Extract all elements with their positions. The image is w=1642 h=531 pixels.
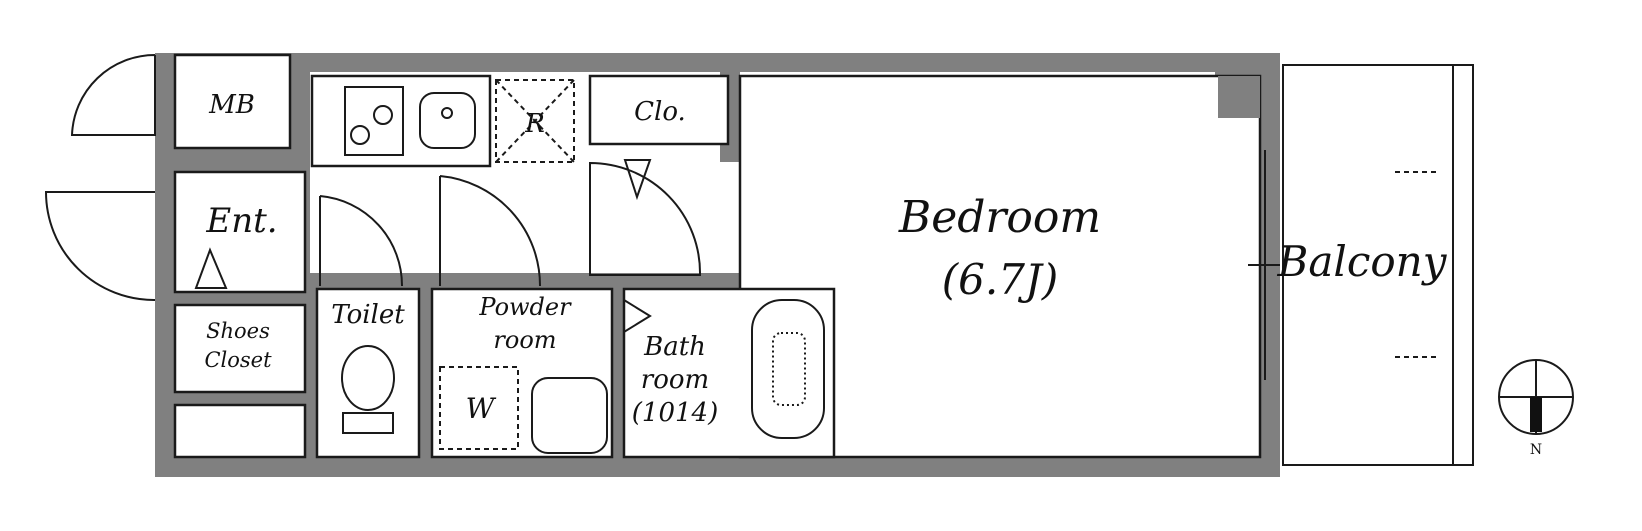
storage-box xyxy=(173,403,307,459)
toilet-icon xyxy=(341,345,395,411)
washer-label: W xyxy=(466,392,497,425)
faucet-icon xyxy=(441,107,453,119)
bedroom-door-swing-icon xyxy=(589,161,702,276)
bedroom-size-label: (6.7J) xyxy=(942,255,1058,304)
north-label: N xyxy=(1530,442,1542,458)
bath-door-arrow-icon xyxy=(623,298,652,334)
bath-room xyxy=(622,287,836,459)
refrigerator-diagonal xyxy=(495,79,575,163)
toilet-label: Toilet xyxy=(331,300,405,330)
mb-label: MB xyxy=(208,90,255,120)
powder-door-swing-icon xyxy=(439,175,542,287)
powder-label-1: Powder xyxy=(478,293,572,321)
bedroom-label: Bedroom xyxy=(898,192,1101,243)
entrance-door-swing-icon xyxy=(44,191,156,302)
bath-label-2: room xyxy=(641,365,709,395)
refrigerator-space xyxy=(495,79,575,163)
door-arrow-icon xyxy=(623,159,652,201)
shoes-closet xyxy=(173,303,307,394)
washer-space xyxy=(439,366,519,450)
washbasin-icon xyxy=(531,377,608,454)
closet-label: Clo. xyxy=(634,97,686,127)
bath-label-3: (1014) xyxy=(632,398,718,428)
north-pointer-icon xyxy=(1530,397,1542,432)
bedroom-column xyxy=(1218,76,1260,118)
entrance-arrow-icon xyxy=(194,247,228,289)
shoes-label-1: Shoes xyxy=(206,319,270,343)
balcony-label: Balcony xyxy=(1277,237,1448,286)
entrance-label: Ent. xyxy=(205,201,277,241)
bath-label-1: Bath xyxy=(643,332,706,362)
toilet-tank-icon xyxy=(342,412,394,434)
refrigerator-label: R xyxy=(524,109,545,139)
shoes-label-2: Closet xyxy=(204,348,272,372)
kitchen xyxy=(310,74,492,168)
burner-icon xyxy=(350,125,370,145)
powder-room xyxy=(430,287,614,459)
sink-icon xyxy=(419,92,476,149)
mb-door-swing-icon xyxy=(70,54,156,136)
toilet-door-swing-icon xyxy=(319,195,404,287)
burner-icon xyxy=(373,105,393,125)
entrance xyxy=(173,170,307,294)
balcony xyxy=(1282,64,1474,466)
bathtub-icon xyxy=(751,299,825,439)
meter-box xyxy=(173,53,292,150)
bath-drain-icon xyxy=(772,332,806,406)
powder-label-2: room xyxy=(493,326,556,354)
closet xyxy=(588,74,730,146)
toilet-room xyxy=(315,287,421,459)
stove-icon xyxy=(344,86,404,156)
